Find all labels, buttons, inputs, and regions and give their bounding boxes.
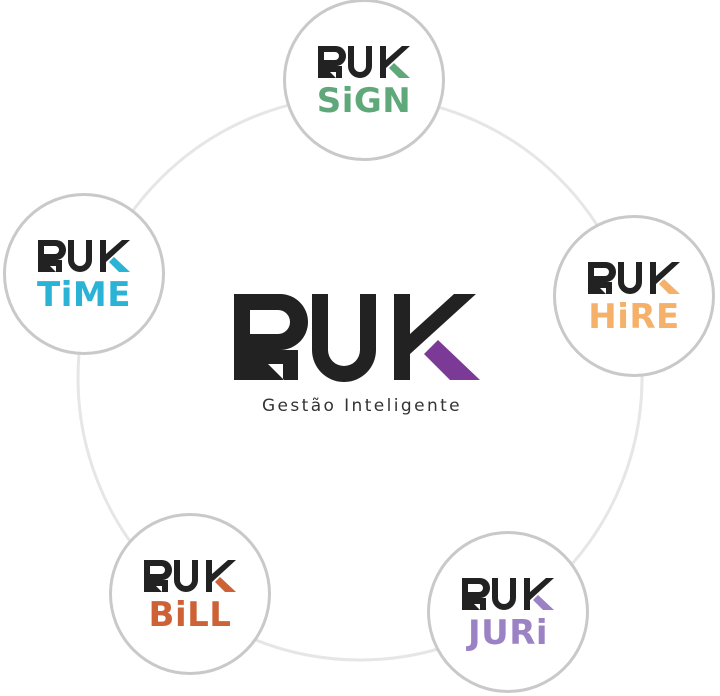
product-node-sign[interactable]: RUKSiGN	[283, 0, 445, 161]
product-name-bill: BiLL	[148, 595, 232, 635]
product-logo-hire: RUKHiRE	[556, 218, 712, 374]
small-letter-u	[68, 240, 92, 272]
small-letter-u	[348, 46, 372, 78]
small-letter-r	[38, 240, 66, 272]
small-letter-r	[318, 46, 346, 78]
product-node-bill[interactable]: RUKBiLL	[109, 513, 271, 675]
small-letter-u	[618, 262, 642, 294]
ruk-small-wordmark: RUK	[588, 262, 680, 294]
ruk-main-logo: Gestão Inteligente	[228, 288, 498, 428]
product-node-hire[interactable]: RUKHiRE	[553, 215, 715, 377]
small-letter-r	[588, 262, 616, 294]
small-accent-triangle	[659, 279, 680, 294]
small-letter-k	[524, 578, 554, 610]
product-name-juri: JURi	[467, 613, 549, 653]
wordmark-letter-u	[312, 294, 376, 382]
small-letter-r	[462, 578, 490, 610]
ruk-small-wordmark: RUK	[462, 578, 554, 610]
product-logo-juri: RUKJURi	[430, 534, 586, 690]
small-letter-k	[100, 240, 130, 272]
small-accent-triangle	[215, 577, 236, 592]
small-accent-triangle	[389, 63, 410, 78]
small-accent-triangle	[533, 595, 554, 610]
ruk-small-wordmark: RUK	[38, 240, 130, 272]
product-logo-sign: RUKSiGN	[286, 2, 442, 158]
product-logo-bill: RUKBiLL	[112, 516, 268, 672]
small-letter-r	[144, 560, 172, 592]
product-name-time: TiME	[37, 275, 131, 315]
wordmark-accent-triangle	[424, 340, 480, 380]
brand-tagline: Gestão Inteligente	[261, 396, 463, 416]
small-letter-k	[380, 46, 410, 78]
small-letter-k	[650, 262, 680, 294]
product-node-juri[interactable]: RUKJURi	[427, 531, 589, 693]
small-letter-u	[492, 578, 516, 610]
small-accent-triangle	[109, 257, 130, 272]
ruk-wordmark	[234, 294, 480, 382]
ruk-small-wordmark: RUK	[144, 560, 236, 592]
small-letter-k	[206, 560, 236, 592]
ruk-small-wordmark: RUK	[318, 46, 410, 78]
wordmark-letter-r	[234, 294, 308, 380]
product-logo-time: RUKTiME	[6, 196, 162, 352]
wordmark-letter-k	[394, 294, 476, 380]
small-letter-u	[174, 560, 198, 592]
product-name-hire: HiRE	[588, 297, 680, 337]
product-name-sign: SiGN	[316, 81, 412, 121]
product-node-time[interactable]: RUKTiME	[3, 193, 165, 355]
